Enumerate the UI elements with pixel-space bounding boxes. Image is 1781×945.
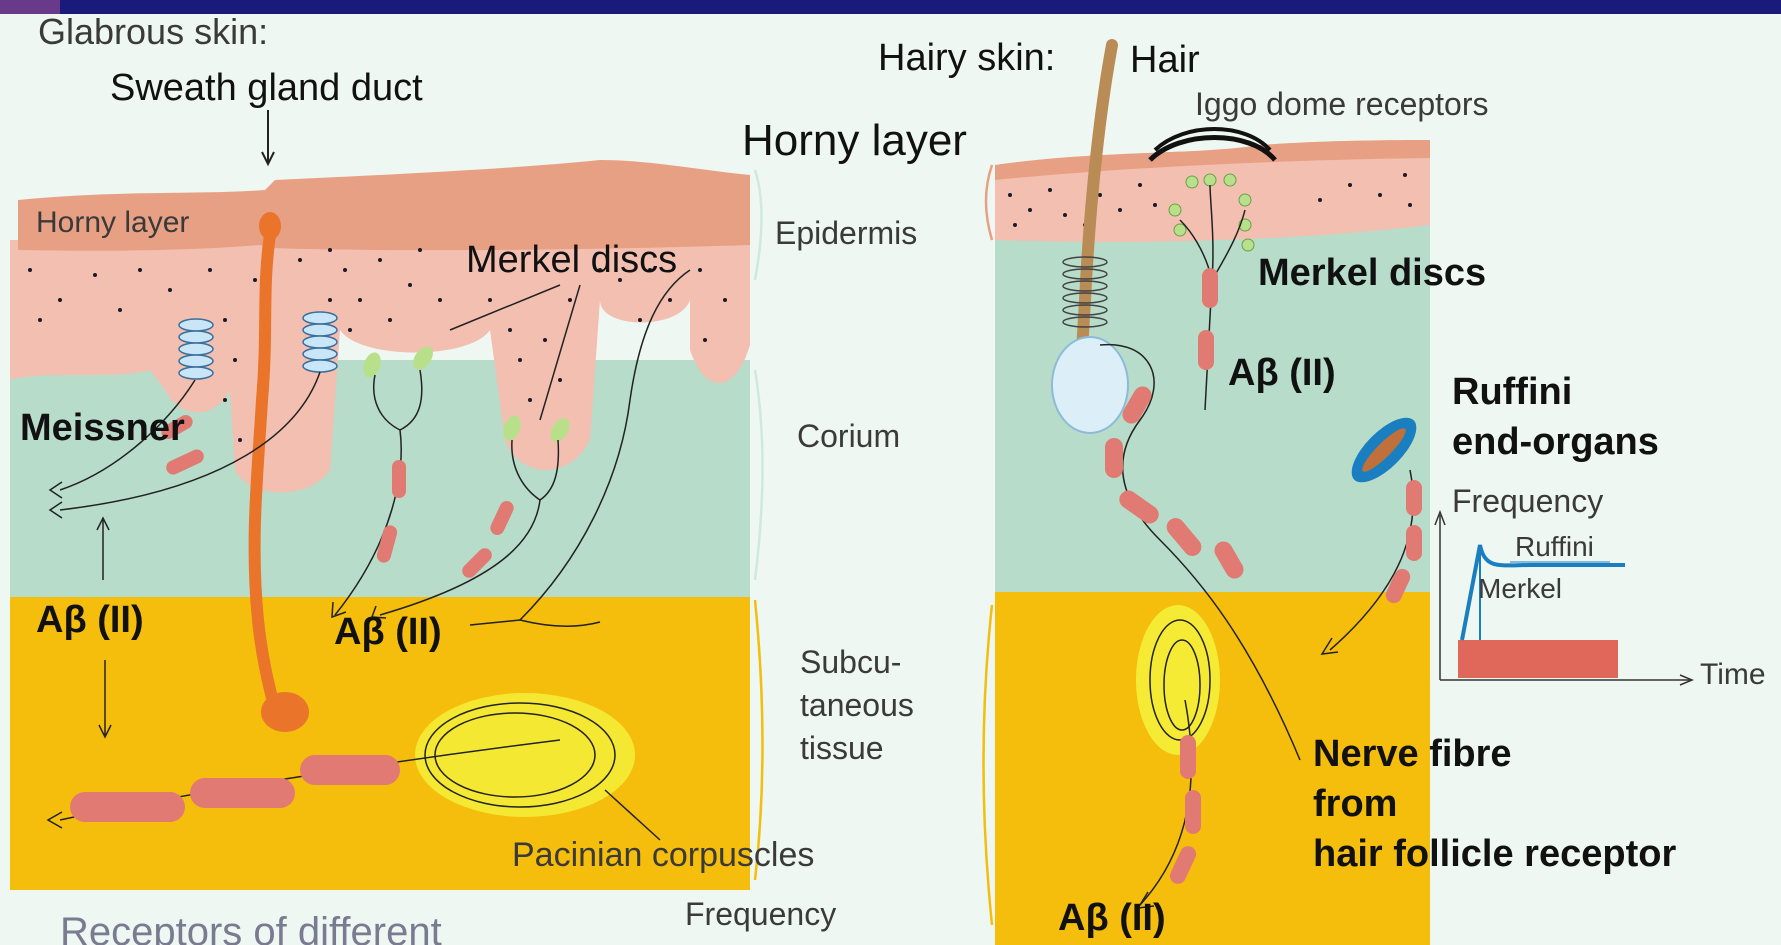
myelin-segment — [1198, 330, 1214, 370]
corium-label: Corium — [797, 418, 900, 454]
abeta-label: Aβ (II) — [1228, 352, 1336, 394]
horny-layer-label: Horny layer — [36, 206, 189, 239]
abeta-label: Aβ (II) — [1058, 897, 1166, 939]
hair-follicle — [1052, 337, 1128, 433]
epidermis-bracket — [986, 165, 992, 240]
iggo-label: Iggo dome receptors — [1195, 86, 1489, 122]
stimulus-bar — [1458, 640, 1618, 678]
graph-y-label: Frequency — [1452, 483, 1603, 519]
corium-layer — [10, 360, 750, 597]
sweat-gland-opening — [259, 212, 281, 240]
merkel-discs-label: Merkel discs — [1258, 252, 1486, 294]
nerve-fibre-label: Nerve fibre — [1313, 733, 1512, 775]
subcutaneous-bracket — [984, 605, 993, 925]
graph-ruffini-label: Ruffini — [1515, 531, 1594, 562]
ruffini-label: Ruffini — [1452, 371, 1572, 413]
myelin-segment — [1406, 480, 1422, 516]
nerve-fibre-label: from — [1313, 783, 1397, 825]
meissner-corpuscle — [179, 319, 213, 379]
myelin-segment — [300, 755, 400, 785]
myelin-segment — [1105, 438, 1123, 478]
sweat-gland-coil — [261, 692, 309, 732]
pacinian-label: Pacinian corpuscles — [512, 836, 814, 874]
corium-bracket — [755, 370, 763, 580]
frequency-label: Frequency — [685, 896, 836, 932]
horny-layer-heading: Horny layer — [742, 116, 967, 165]
abeta-label: Aβ (II) — [36, 599, 144, 641]
meissner-label: Meissner — [20, 407, 185, 449]
graph-x-label: Time — [1700, 658, 1766, 691]
myelin-segment — [190, 778, 295, 808]
graph-merkel-label: Merkel — [1478, 573, 1562, 604]
myelin-segment — [392, 460, 406, 498]
subcutaneous-label: taneous — [800, 687, 914, 723]
myelin-segment — [1406, 525, 1422, 561]
pacinian-corpuscle — [1136, 605, 1220, 755]
hair-label: Hair — [1130, 39, 1200, 81]
ruffini-label: end-organs — [1452, 421, 1659, 463]
hairy-skin-heading: Hairy skin: — [878, 37, 1055, 79]
caption-text: Receptors of different — [60, 910, 442, 945]
myelin-segment — [70, 792, 185, 822]
epidermis-bracket — [755, 170, 762, 280]
myelin-segment — [1185, 790, 1201, 834]
nerve-fibre-label: hair follicle receptor — [1313, 833, 1676, 875]
myelin-segment — [1202, 268, 1218, 308]
meissner-corpuscle — [303, 312, 337, 372]
subcutaneous-label: Subcu- — [800, 644, 901, 680]
epidermis-label: Epidermis — [775, 215, 917, 251]
subcutaneous-label: tissue — [800, 730, 884, 766]
abeta-label: Aβ (II) — [334, 611, 442, 653]
sweat-gland-label: Sweath gland duct — [110, 67, 423, 109]
merkel-discs-label: Merkel discs — [466, 239, 677, 281]
glabrous-skin-heading: Glabrous skin: — [38, 11, 268, 52]
myelin-segment — [1180, 735, 1196, 779]
